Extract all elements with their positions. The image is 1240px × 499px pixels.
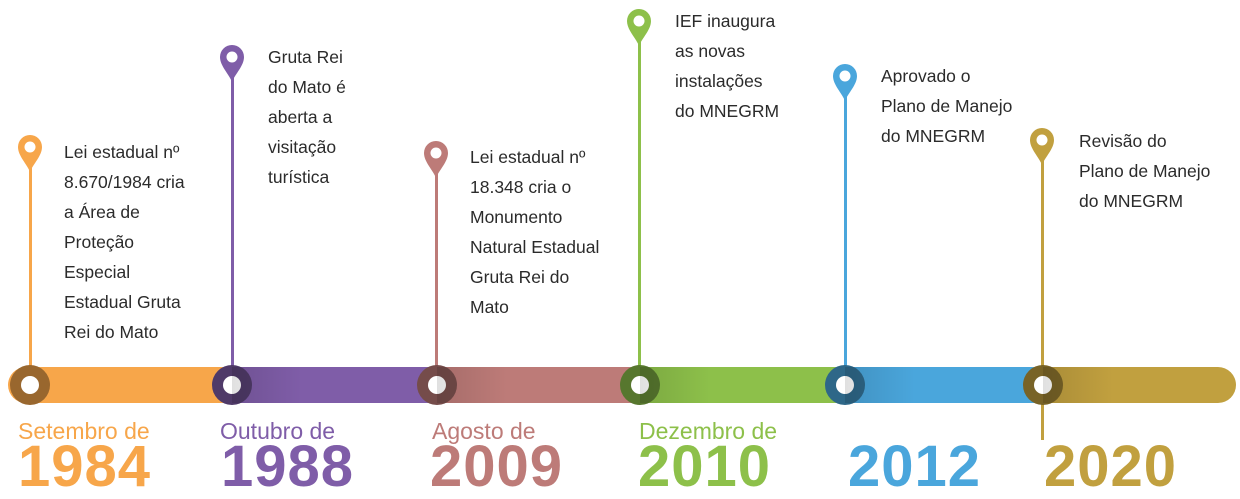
timeline-node-2020 (1023, 365, 1063, 405)
event-year-1988: 1988 (221, 434, 355, 499)
event-year-2012: 2012 (848, 434, 982, 499)
event-month-2009: Agosto de (432, 418, 536, 444)
stem-1988 (231, 75, 234, 370)
bar-shadow-2009 (437, 367, 507, 403)
timeline-bar-segment-2020 (1043, 367, 1236, 403)
timeline-bar-segment-2010 (640, 367, 845, 403)
timeline-bar-segment-2009 (437, 367, 640, 403)
event-month-1988: Outubro de (220, 418, 336, 444)
pin-marker-2012 (832, 63, 858, 101)
pin-marker-1988 (219, 44, 245, 82)
bar-shadow-1988 (232, 367, 302, 403)
bar-shadow-2010 (640, 367, 710, 403)
stem-2010 (638, 40, 641, 370)
stem-2012 (844, 95, 847, 370)
event-description-2009: Lei estadual nº 18.348 cria o Monumento … (470, 147, 600, 317)
timeline-bar-segment-2012 (845, 367, 1043, 403)
timeline-node-1988 (212, 365, 252, 405)
timeline-bar-segment-1988 (232, 367, 437, 403)
pin-marker-2009 (423, 140, 449, 178)
pin-marker-2010 (626, 8, 652, 46)
stem-1984 (29, 160, 32, 370)
pin-marker-1984 (17, 134, 43, 172)
event-year-1984: 1984 (18, 434, 152, 499)
timeline-node-2010 (620, 365, 660, 405)
event-year-2010: 2010 (638, 434, 772, 499)
event-month-1984: Setembro de (18, 418, 150, 444)
pin-marker-2020 (1029, 127, 1055, 165)
bar-shadow-2020 (1043, 367, 1113, 403)
timeline-node-1984 (10, 365, 50, 405)
stem-2009 (435, 170, 438, 370)
event-description-2012: Aprovado o Plano de Manejo do MNEGRM (881, 66, 1013, 146)
event-description-2010: IEF inaugura as novas instalações do MNE… (675, 11, 780, 121)
event-description-1984: Lei estadual nº 8.670/1984 cria a Área d… (64, 142, 185, 342)
event-description-2020: Revisão do Plano de Manejo do MNEGRM (1079, 131, 1211, 211)
timeline-node-2012 (825, 365, 865, 405)
bar-shadow-2012 (845, 367, 915, 403)
stem-2020 (1041, 160, 1044, 440)
event-month-2010: Dezembro de (639, 418, 778, 444)
event-description-1988: Gruta Rei do Mato é aberta a visitação t… (268, 47, 346, 187)
timeline-node-2009 (417, 365, 457, 405)
event-year-2020: 2020 (1044, 434, 1178, 499)
event-year-2009: 2009 (430, 434, 564, 499)
